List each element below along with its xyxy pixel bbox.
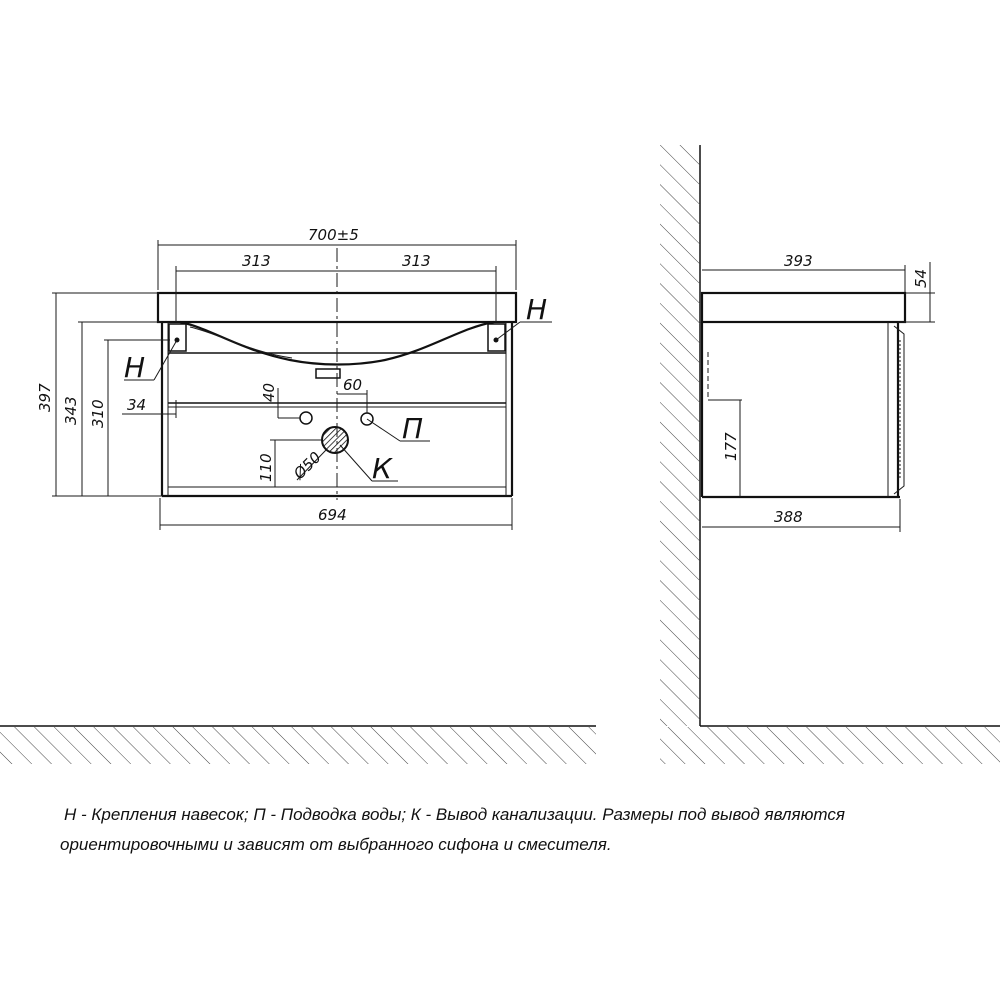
dim-110: 110 xyxy=(257,453,275,482)
dim-bottom-width: 694 xyxy=(318,506,347,524)
dim-overall-width: 700±5 xyxy=(308,226,359,244)
dim-half-left: 313 xyxy=(242,252,271,270)
dim-bottom-depth: 388 xyxy=(774,508,803,526)
dim-diameter: Ø50 xyxy=(289,448,324,483)
label-mount-right: Н xyxy=(526,293,547,326)
legend-note-line1: Н - Крепления навесок; П - Подводка воды… xyxy=(64,805,845,824)
dim-60: 60 xyxy=(343,376,362,394)
dim-40: 40 xyxy=(260,383,278,402)
countertop-side xyxy=(700,291,907,324)
side-view: 393 54 388 177 xyxy=(660,145,1000,764)
dim-top-thickness: 54 xyxy=(912,269,930,288)
front-view: 700±5 313 313 694 397 343 310 34 40 60 xyxy=(36,226,552,530)
dim-height-343: 343 xyxy=(62,396,80,425)
mount-bracket-right xyxy=(487,323,506,352)
legend-note-line2: ориентировочными и зависят от выбранного… xyxy=(60,835,612,854)
mount-bracket-left xyxy=(168,323,187,352)
dim-177: 177 xyxy=(722,432,740,461)
dim-half-right: 313 xyxy=(402,252,431,270)
floor-left xyxy=(0,725,596,764)
label-water: П xyxy=(402,412,423,445)
legend-note: Н - Крепления навесок; П - Подводка воды… xyxy=(60,800,960,860)
dim-top-depth: 393 xyxy=(784,252,813,270)
dim-34: 34 xyxy=(127,396,146,414)
dim-height-total: 397 xyxy=(36,383,54,412)
dim-height-310: 310 xyxy=(89,399,107,428)
label-drain: К xyxy=(372,452,393,485)
water-inlet-left xyxy=(299,411,313,425)
label-mount-left: Н xyxy=(124,351,145,384)
